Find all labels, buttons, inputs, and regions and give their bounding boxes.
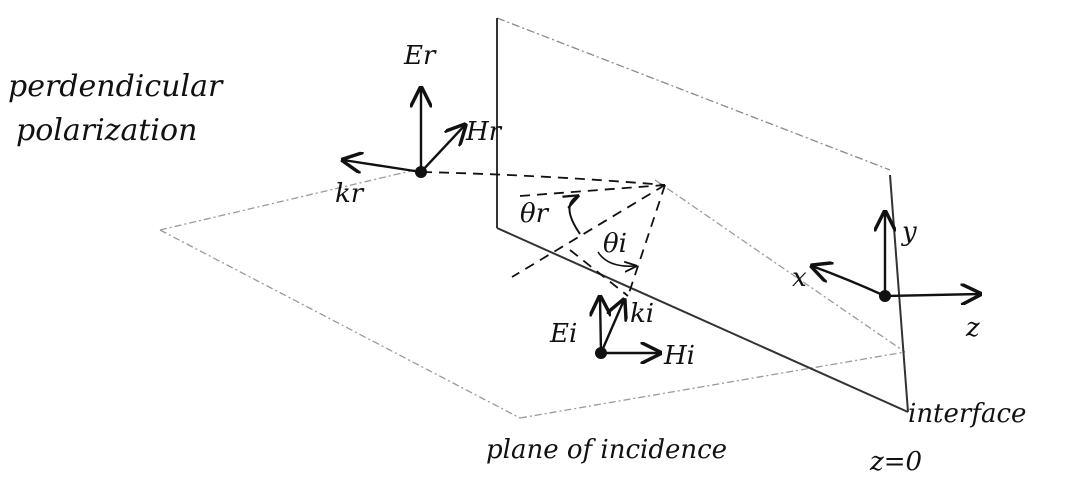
theta-i-label: θi — [603, 229, 627, 259]
lower-cone-line — [569, 249, 629, 297]
z-axis-arrow — [884, 294, 980, 296]
origin-dot — [879, 290, 891, 302]
E-i-label: Ei — [549, 319, 577, 349]
z-axis-label: z — [965, 313, 980, 343]
interface-top-edge — [496, 17, 891, 171]
interface-bottom-edge — [496, 227, 909, 413]
interface-solid-edges — [496, 18, 909, 413]
normal-line — [511, 184, 666, 278]
k-r-label: kr — [335, 179, 365, 209]
theta-r-arc — [569, 196, 580, 235]
reflected-ray — [421, 171, 666, 186]
H-r-arrow — [420, 125, 465, 173]
title-line-2: polarization — [16, 113, 197, 148]
plane-of-incidence — [159, 169, 906, 419]
incident-point-dot — [595, 347, 607, 359]
E-i-arrow — [600, 297, 601, 354]
x-axis-arrow — [812, 266, 886, 298]
incident-fields — [600, 297, 660, 353]
interface-plane — [496, 17, 891, 171]
E-r-label: Er — [403, 41, 437, 71]
theta-r-label: θr — [520, 199, 550, 229]
coordinate-axes — [812, 212, 980, 296]
upper-cone-line — [519, 184, 666, 197]
plane-edge-back — [159, 169, 416, 231]
title-line-1: perdendicular — [8, 69, 224, 104]
reflected-fields — [343, 88, 465, 172]
plane-edge-right — [654, 179, 906, 353]
y-axis-label: y — [901, 217, 917, 247]
k-r-arrow — [343, 160, 422, 172]
H-i-label: Hi — [663, 341, 695, 371]
k-i-label: ki — [630, 299, 654, 329]
plane-edge-front — [519, 351, 906, 419]
interface-label: interface — [908, 399, 1026, 429]
plane-of-incidence-label: plane of incidence — [486, 435, 727, 465]
k-i-arrow — [599, 300, 624, 354]
x-axis-label: x — [792, 263, 807, 293]
incident-ray — [627, 184, 666, 297]
reflection-point-dot — [415, 166, 427, 178]
plane-edge-left — [159, 229, 521, 419]
ray-geometry — [421, 171, 666, 297]
theta-i-arc — [597, 251, 636, 266]
H-r-label: Hr — [465, 117, 503, 147]
interface-right-edge — [889, 174, 909, 413]
z-equals-zero-label: z=0 — [869, 447, 922, 477]
